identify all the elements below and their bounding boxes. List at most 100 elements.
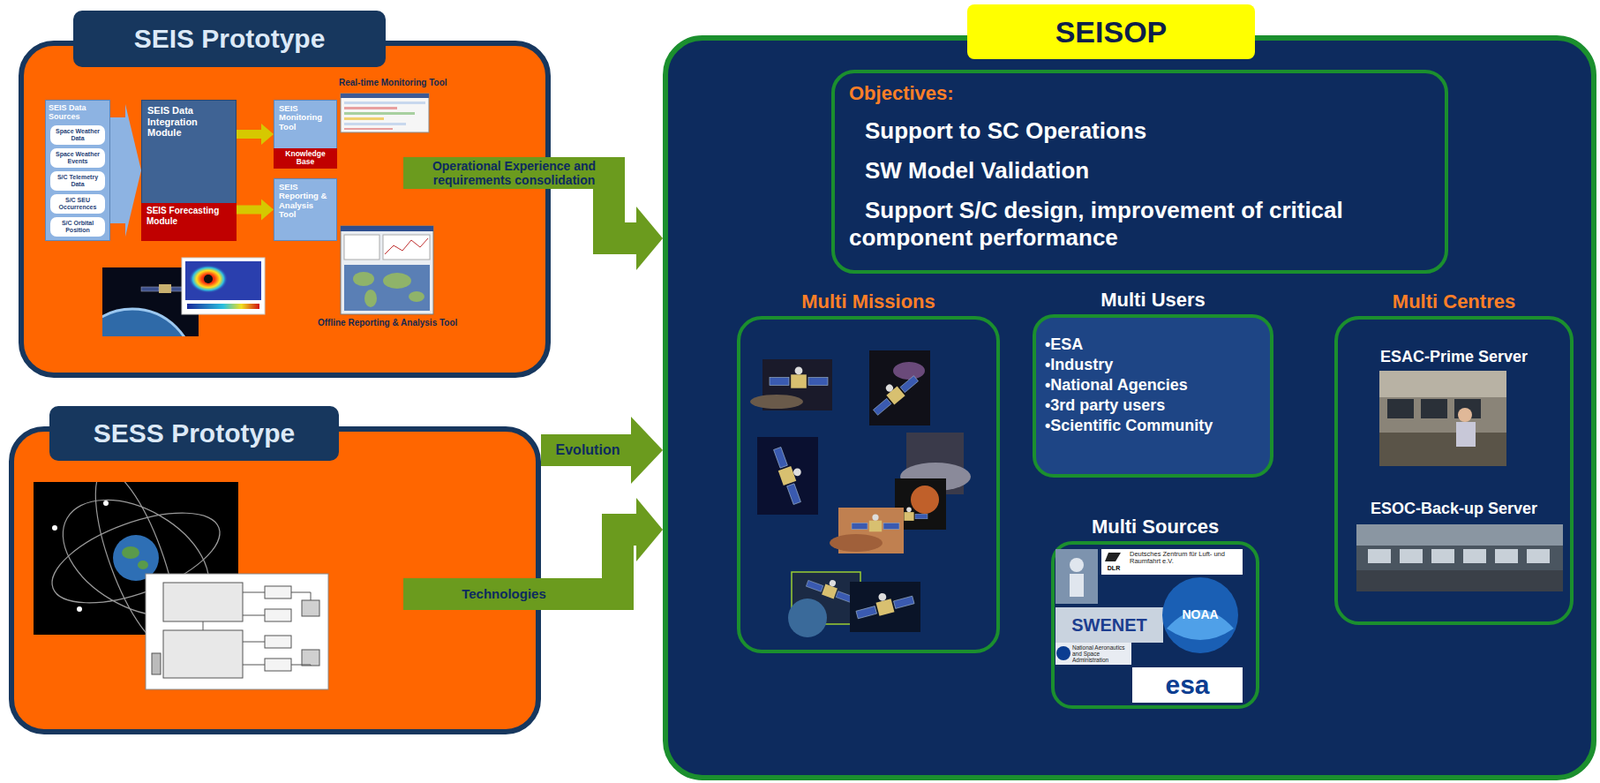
monitoring-screenshot xyxy=(340,93,429,133)
pill-text: S/C Orbital Position xyxy=(52,219,104,234)
schematic-picture-part xyxy=(163,630,243,678)
reporting-screenshot-part xyxy=(353,271,375,286)
reporting-screenshot-part xyxy=(344,264,430,311)
schematic-picture-part xyxy=(264,608,292,622)
label-holder: NOAA xyxy=(1173,607,1227,623)
source-logos-part xyxy=(1069,573,1084,597)
control-room-pictures-part xyxy=(1457,407,1473,422)
flow-arrow-body xyxy=(236,205,262,215)
pill-text: S/C Telemetry Data xyxy=(52,173,104,188)
arrow-head xyxy=(630,416,663,484)
mission-pictures-part xyxy=(788,598,827,638)
label-holder: National Aeronautics and Space Administr… xyxy=(1072,644,1131,663)
feature-text: Multi Centres xyxy=(1337,289,1570,314)
control-room-pictures-part xyxy=(1494,548,1518,564)
source-logos-part xyxy=(1069,557,1084,572)
control-room-pictures-part xyxy=(1379,370,1507,466)
prototype-panel: SEIS PrototypeSEIS Data SourcesSpace Wea… xyxy=(18,40,551,378)
schematic-picture-part xyxy=(264,635,292,648)
objectives-box: Objectives: Support to SC Operations SW Mo… xyxy=(831,69,1449,274)
reporting-screenshot xyxy=(340,225,434,315)
source-logos-part xyxy=(1132,667,1243,703)
mission-pictures-part xyxy=(866,368,920,417)
panel-title: SESS Prototype xyxy=(49,405,339,461)
source-column: SEIS Data SourcesSpace Weather DataSpace… xyxy=(45,99,111,241)
label-holder: Real-time Monitoring Tool xyxy=(338,77,481,89)
edge-label: Technologies xyxy=(403,578,605,610)
control-room-pictures-part xyxy=(1356,524,1563,546)
arrow-head xyxy=(636,206,663,271)
tool-box: SEIS Reporting & Analysis Tool xyxy=(273,178,338,241)
label-holder: Offline Reporting & Analysis Tool xyxy=(317,317,508,329)
control-room-pictures-part xyxy=(1387,398,1414,419)
edge-label-holder: Technologies xyxy=(403,578,605,610)
schematic-picture-part xyxy=(291,592,311,601)
source-pill: S/C Orbital Position xyxy=(50,217,106,237)
monitoring-screenshot-part xyxy=(344,106,398,110)
source-logos-part xyxy=(1055,607,1164,643)
body-text: ESAC-Prime Server xyxy=(1337,346,1570,367)
monitoring-screenshot-part xyxy=(340,93,429,98)
schematic-picture-part xyxy=(202,621,204,631)
source-pill: S/C SEU Occurrences xyxy=(50,194,106,214)
reporting-screenshot-part xyxy=(384,238,429,255)
body-text: •ESA xyxy=(1036,334,1270,355)
control-room-pictures-part xyxy=(1463,548,1487,564)
edge-label: Evolution xyxy=(547,436,629,464)
heatmap-picture xyxy=(181,257,265,315)
reporting-screenshot-part xyxy=(364,289,377,308)
mission-pictures-part xyxy=(910,485,939,514)
body-text: Support to SC Operations xyxy=(848,117,1431,145)
orbit-picture-part xyxy=(121,546,140,559)
schematic-picture-part xyxy=(242,592,265,594)
system-title: SEISOP xyxy=(967,4,1255,60)
satellite-picture-part xyxy=(141,286,159,292)
mission-pictures-part xyxy=(757,436,819,515)
mission-pictures-part xyxy=(849,581,921,632)
arrow-head xyxy=(636,497,663,562)
reporting-screenshot-part xyxy=(344,234,380,260)
control-room-pictures-part xyxy=(1399,548,1423,564)
caption-label: NOAA xyxy=(1173,607,1227,623)
control-room-pictures-part xyxy=(1456,421,1476,447)
schematic-picture-part xyxy=(242,641,265,643)
reporting-screenshot-part xyxy=(383,272,412,289)
flow-arrow-body xyxy=(236,129,262,139)
column-title: SEIS Data Sources xyxy=(48,104,107,122)
mission-pictures-part xyxy=(750,394,804,409)
source-logos-part xyxy=(1162,577,1239,654)
tool-title: SEIS Monitoring Tool xyxy=(278,104,332,132)
mission-pictures-part xyxy=(769,367,828,389)
schematic-picture-part xyxy=(242,664,265,666)
label-holder: Deutsches Zentrum für Luft- und Raumfahr… xyxy=(1129,550,1241,566)
tool-box: SEIS Monitoring ToolKnowledge Base xyxy=(273,99,338,169)
body-text: SW Model Validation xyxy=(848,157,1431,185)
objective-text: Objectives: xyxy=(848,82,1431,106)
panel-title: SEIS Prototype xyxy=(73,10,386,68)
orbit-picture-part xyxy=(137,560,149,570)
caption-label: DLR xyxy=(1101,564,1127,572)
label-holder: SWENET xyxy=(1059,614,1160,636)
evolution-arrow-body xyxy=(540,434,631,466)
edge-label-holder: Evolution xyxy=(547,436,629,464)
control-room-pictures-part xyxy=(1356,570,1563,592)
mission-pictures-part xyxy=(853,585,916,622)
edge-label-holder: Operational Experience and requirements … xyxy=(403,157,625,189)
reporting-screenshot-part xyxy=(340,225,434,232)
monitoring-screenshot-part xyxy=(344,101,426,105)
module-band: Knowledge Base xyxy=(273,148,338,169)
source-pill: Space Weather Events xyxy=(50,148,106,168)
body-text: •National Agencies xyxy=(1036,375,1270,396)
mission-pictures-part xyxy=(829,533,883,552)
caption-label: National Aeronautics and Space Administr… xyxy=(1072,644,1131,663)
schematic-picture xyxy=(145,573,329,690)
label-holder: esa xyxy=(1132,667,1243,703)
flow-chevron-body xyxy=(110,117,126,224)
control-room-pictures-part xyxy=(1420,398,1448,419)
caption-label: SWENET xyxy=(1059,614,1160,636)
source-pill: S/C Telemetry Data xyxy=(50,171,106,191)
caption-label: Offline Reporting & Analysis Tool xyxy=(317,317,508,329)
heatmap-picture-part xyxy=(188,264,228,293)
monitoring-screenshot-part xyxy=(344,122,406,126)
